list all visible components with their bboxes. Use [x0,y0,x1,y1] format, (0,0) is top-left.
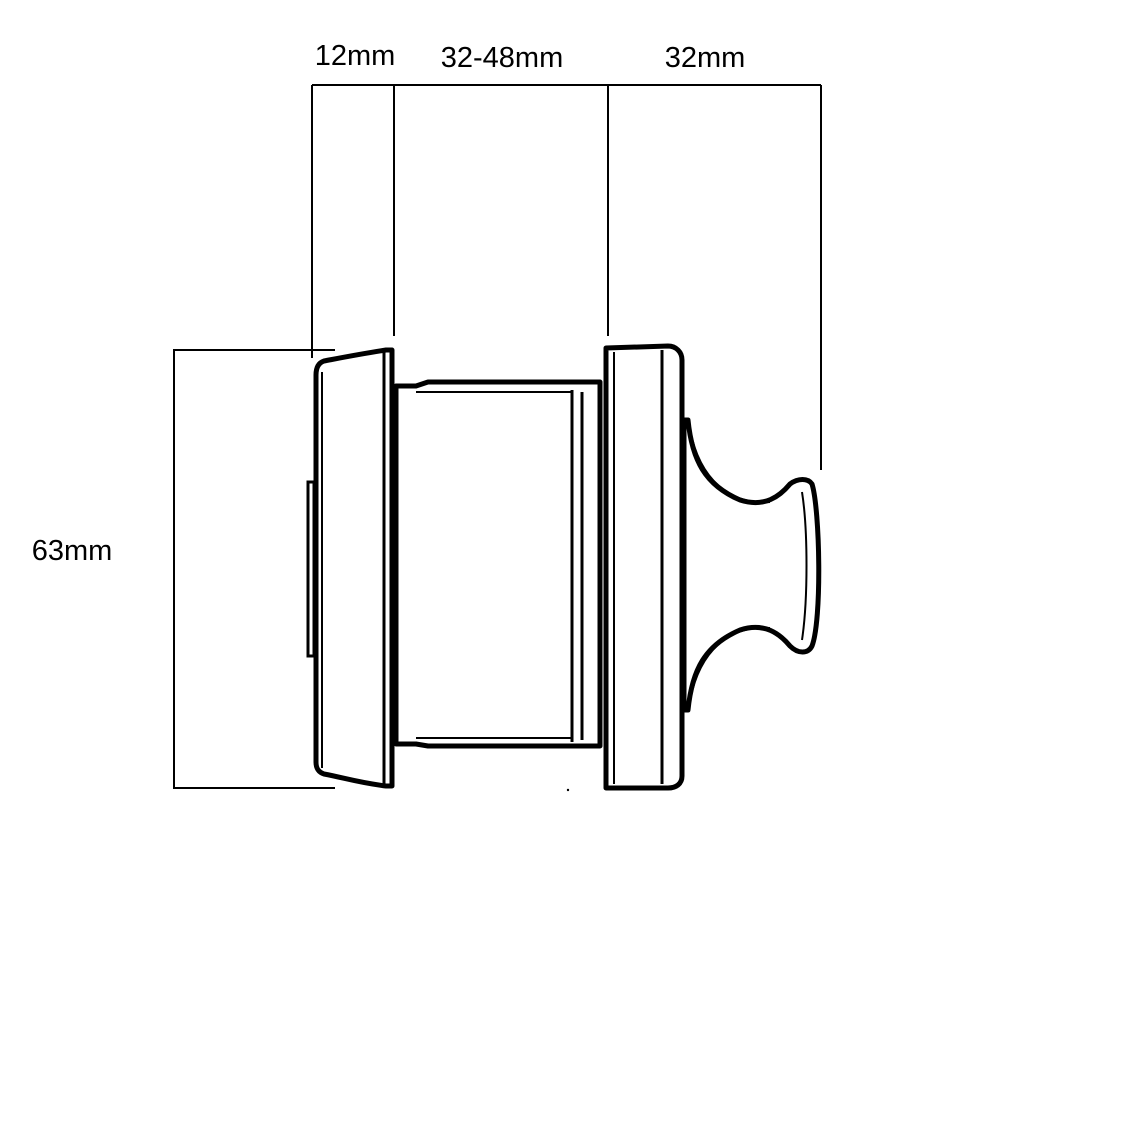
knob-neck-contour [689,429,771,504]
knob-body [681,417,822,713]
rose-diameter-bracket [173,349,335,789]
spindle-body [393,379,603,749]
knob [681,417,822,713]
label-rose-diameter: 63mm [32,535,113,567]
right-rose-body [603,343,685,791]
left-rose-body [313,347,395,789]
label-knob-projection: 32mm [665,42,746,74]
label-door-thickness: 32-48mm [441,42,564,74]
top-dimension-lines [311,84,822,470]
reference-dot [566,788,570,792]
spindle [393,379,603,749]
knob-neck-contour-lower [689,626,771,701]
knob-face-highlight [801,491,808,641]
right-rose [603,343,685,791]
left-dimension-lines [173,349,335,789]
left-rose [306,347,395,789]
label-rose-depth: 12mm [315,40,396,72]
left-rose-face-recess [306,480,316,658]
